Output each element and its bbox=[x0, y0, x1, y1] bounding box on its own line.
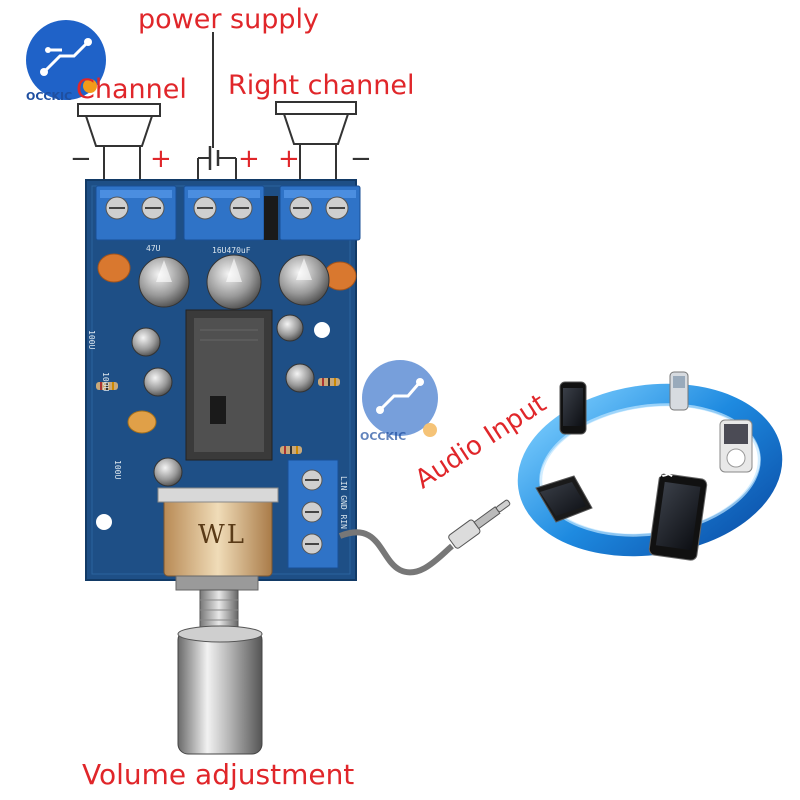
potentiometer-marking: WL bbox=[198, 520, 246, 550]
small-capacitor bbox=[285, 363, 315, 393]
tablet-icon bbox=[648, 473, 708, 561]
battery-symbol-icon bbox=[197, 32, 237, 188]
right-minus-sign: − bbox=[350, 144, 372, 174]
small-capacitor bbox=[153, 457, 183, 487]
mp3-player-icon bbox=[669, 371, 689, 411]
amplifier-ic bbox=[185, 309, 273, 461]
silkscreen-cap-100u: 100U bbox=[101, 372, 110, 392]
silkscreen-cap-470uf: 16U470uF bbox=[212, 246, 251, 255]
left-channel-label: Channel bbox=[76, 74, 187, 105]
silkscreen-cap-47u: 47U bbox=[146, 244, 161, 253]
resistor bbox=[280, 446, 302, 454]
smartphone-icon bbox=[559, 381, 587, 435]
right-plus-sign: + bbox=[278, 144, 300, 174]
mount-hole bbox=[314, 322, 330, 338]
silkscreen-cap-100u: 100U bbox=[113, 460, 122, 480]
brand-name: OCCKIC bbox=[26, 90, 73, 103]
occkic-logo-icon bbox=[26, 20, 106, 100]
aux-devices-illustration bbox=[517, 371, 783, 561]
terminal-block-power bbox=[183, 185, 265, 241]
audio-cable bbox=[338, 529, 454, 576]
resistor bbox=[318, 378, 340, 386]
audio-jack-icon bbox=[448, 499, 511, 549]
power-plus-sign: + bbox=[238, 144, 260, 174]
right-channel-label: Right channel bbox=[228, 70, 415, 101]
ceramic-capacitor bbox=[127, 410, 157, 434]
header-pin bbox=[264, 196, 278, 240]
small-capacitor bbox=[131, 327, 161, 357]
terminal-block-right bbox=[279, 185, 361, 241]
input-terminal-block bbox=[287, 459, 339, 569]
volume-potentiometer bbox=[157, 487, 279, 633]
ceramic-capacitor bbox=[97, 253, 131, 283]
left-plus-sign: + bbox=[150, 144, 172, 174]
small-capacitor bbox=[276, 314, 304, 342]
silkscreen-cap-100u: 100U bbox=[87, 330, 96, 350]
brand-name-watermark: OCCKIC bbox=[360, 430, 407, 443]
aux-connection-label: AUX连接 bbox=[604, 460, 674, 479]
terminal-block-left bbox=[95, 185, 177, 241]
volume-knob bbox=[177, 625, 263, 755]
occkic-logo-icon bbox=[362, 360, 438, 437]
mount-hole bbox=[96, 514, 112, 530]
volume-adjustment-label: Volume adjustment bbox=[82, 758, 355, 791]
power-supply-label: power supply bbox=[138, 4, 319, 35]
resistor bbox=[96, 382, 118, 390]
small-capacitor bbox=[143, 367, 173, 397]
ipod-icon bbox=[719, 419, 753, 473]
silkscreen-input-pins: LIN GND RIN bbox=[339, 476, 348, 529]
left-minus-sign: − bbox=[70, 144, 92, 174]
laptop-icon bbox=[535, 475, 593, 523]
